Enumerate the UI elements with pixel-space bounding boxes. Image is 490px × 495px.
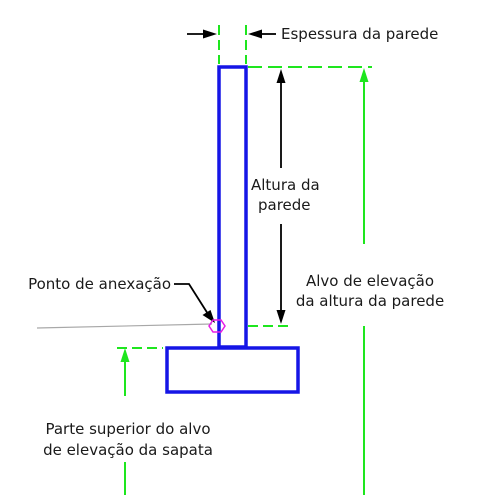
attachment-point-marker [208,319,226,333]
wall-height-label-line1: Altura da [251,176,320,194]
attachment-point-hexagon [208,319,226,333]
wall-thickness-label: Espessura da parede [281,25,438,43]
thickness-arrow-left [203,29,217,39]
wall-stem [217,65,248,349]
height-arrow-bottom [276,310,286,324]
footing-top-target-label-line1: Parte superior do alvo [45,420,210,438]
footing-top-target-arrowhead [120,348,130,362]
target-lines [117,25,372,495]
height-arrow-top [276,69,286,83]
wall-height-target-label-line2: da altura da parede [296,292,444,310]
footing-top-target-label-line2: de elevação da sapata [43,441,213,459]
reference-line [36,323,213,329]
wall-height-target-label-line1: Alvo de elevação [306,272,434,290]
attachment-arrow [202,310,215,323]
attachment-point-label: Ponto de anexação [28,275,171,293]
wall-height-label-line2: parede [258,196,311,214]
dimension-lines [174,29,286,324]
wall-height-target-arrowhead [359,68,369,82]
attachment-leader [174,283,209,315]
labels: Espessura da parede Altura da parede Pon… [28,25,444,459]
thickness-arrow-right [248,29,262,39]
footing [165,346,300,394]
